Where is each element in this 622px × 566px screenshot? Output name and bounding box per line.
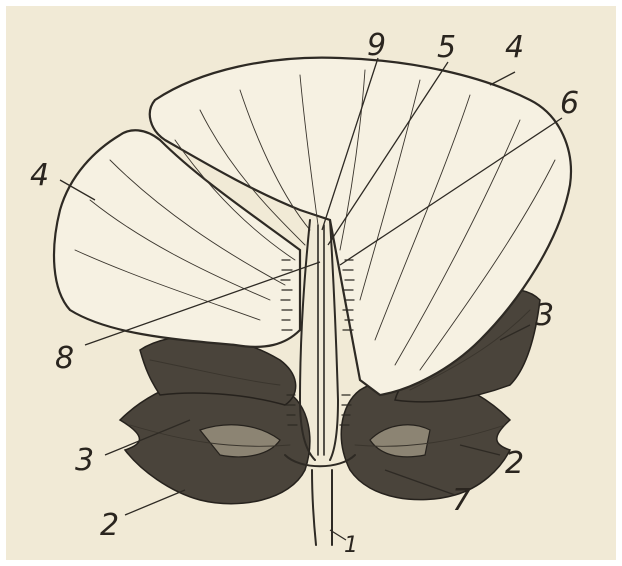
label-7: 7 (452, 483, 471, 518)
label-5: 5 (437, 30, 456, 65)
label-1: 1 (344, 533, 358, 558)
label-8: 8 (55, 341, 74, 376)
label-4-left: 4 (30, 158, 49, 193)
label-3-right: 3 (535, 298, 554, 333)
label-6: 6 (560, 86, 579, 121)
label-2-right: 2 (505, 446, 524, 481)
label-9: 9 (367, 28, 386, 63)
label-4-top: 4 (505, 30, 524, 65)
label-3-left: 3 (75, 443, 94, 478)
label-2-left: 2 (100, 508, 119, 543)
